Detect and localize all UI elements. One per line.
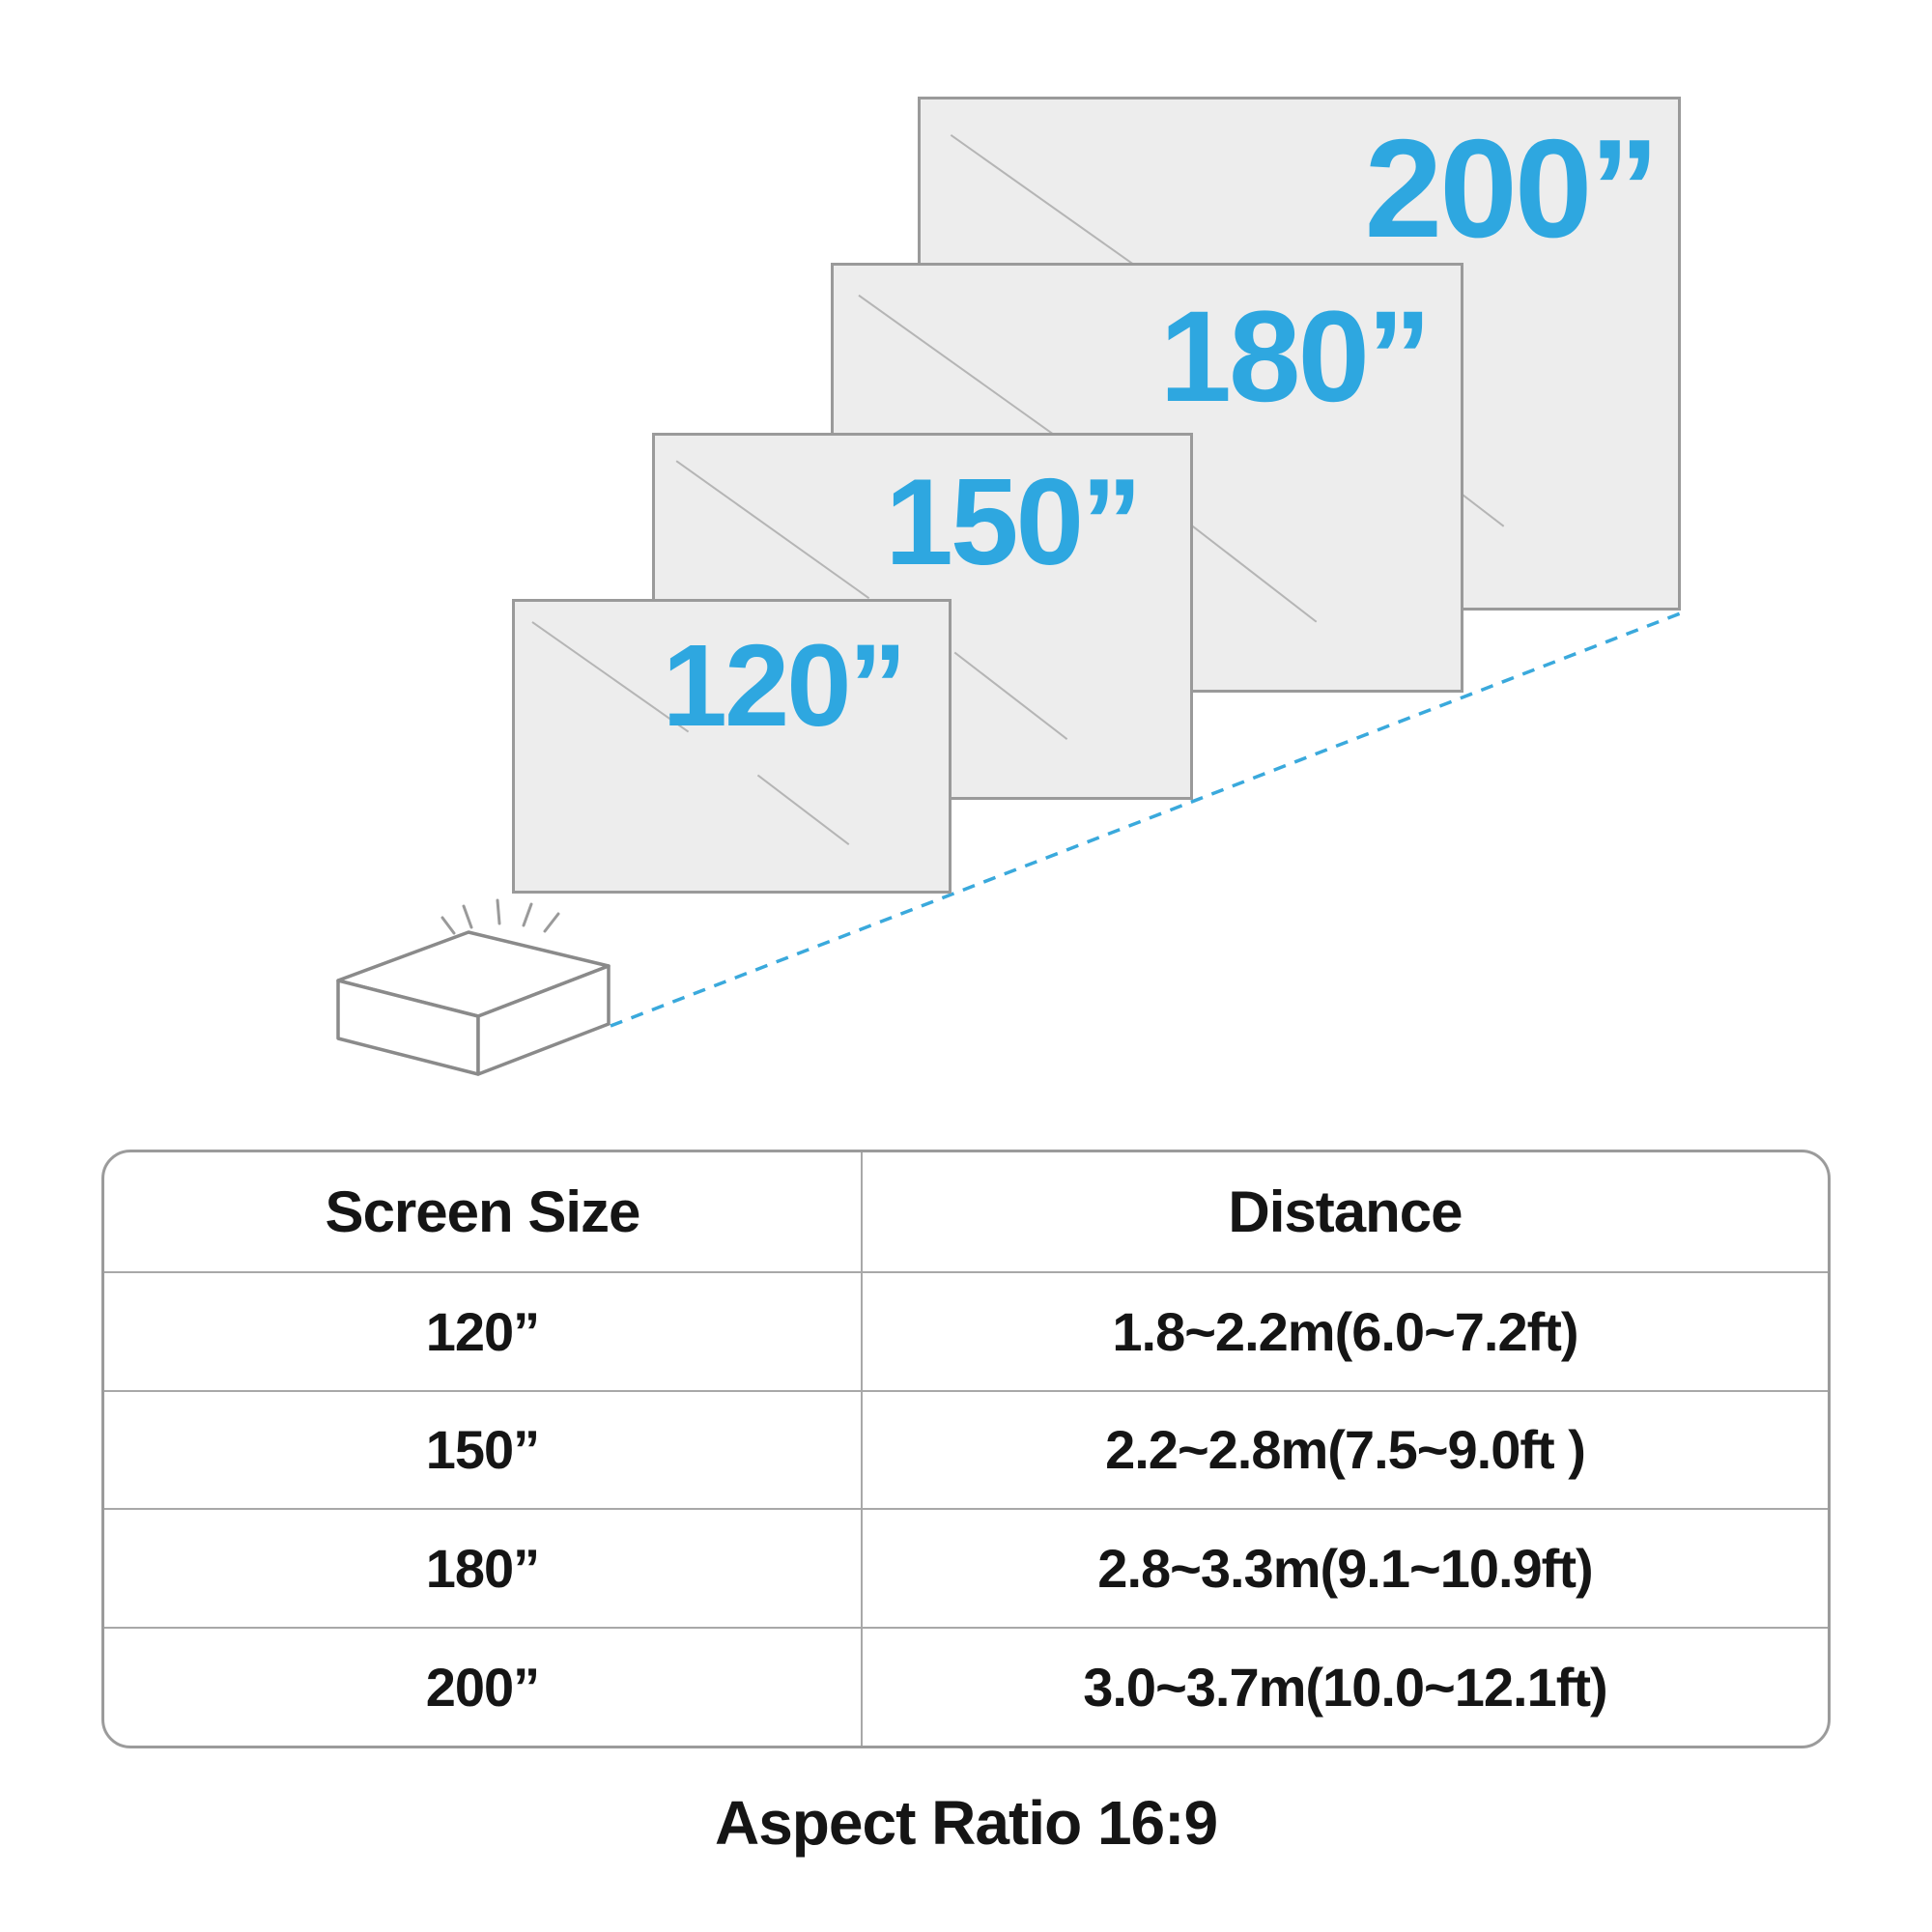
screen-size-label-180: 180” bbox=[1159, 285, 1432, 429]
table-row: 200” 3.0~3.7m(10.0~12.1ft) bbox=[104, 1627, 1828, 1746]
screen-glare-icon bbox=[834, 266, 1461, 690]
table-row: 180” 2.8~3.3m(9.1~10.9ft) bbox=[104, 1508, 1828, 1628]
screen-distance-table: Screen Size Distance 120” 1.8~2.2m(6.0~7… bbox=[101, 1150, 1831, 1748]
table-header-distance: Distance bbox=[1228, 1179, 1463, 1244]
table-row: 150” 2.2~2.8m(7.5~9.0ft ) bbox=[104, 1389, 1828, 1509]
cell-distance: 2.2~2.8m(7.5~9.0ft ) bbox=[1105, 1419, 1586, 1481]
cell-screen-size: 120” bbox=[104, 1272, 863, 1390]
screen-120: 120” bbox=[512, 599, 952, 894]
screen-size-label-120: 120” bbox=[662, 619, 907, 751]
cell-screen-size: 150” bbox=[104, 1391, 863, 1509]
screen-size-label-200: 200” bbox=[1364, 110, 1660, 267]
table-header-screen-size: Screen Size bbox=[104, 1152, 863, 1271]
cell-screen-size: 200” bbox=[104, 1629, 863, 1746]
table-header-row: Screen Size Distance bbox=[104, 1152, 1828, 1271]
cell-distance: 2.8~3.3m(9.1~10.9ft) bbox=[1097, 1538, 1593, 1600]
projector-icon bbox=[336, 898, 611, 1076]
aspect-ratio-label: Aspect Ratio 16:9 bbox=[714, 1788, 1218, 1858]
table-row: 120” 1.8~2.2m(6.0~7.2ft) bbox=[104, 1270, 1828, 1390]
cell-distance: 1.8~2.2m(6.0~7.2ft) bbox=[1112, 1300, 1578, 1362]
cell-screen-size: 180” bbox=[104, 1510, 863, 1628]
screen-size-label-150: 150” bbox=[885, 453, 1142, 590]
projector-rays-icon bbox=[440, 898, 560, 935]
cell-distance: 3.0~3.7m(10.0~12.1ft) bbox=[1083, 1657, 1607, 1719]
